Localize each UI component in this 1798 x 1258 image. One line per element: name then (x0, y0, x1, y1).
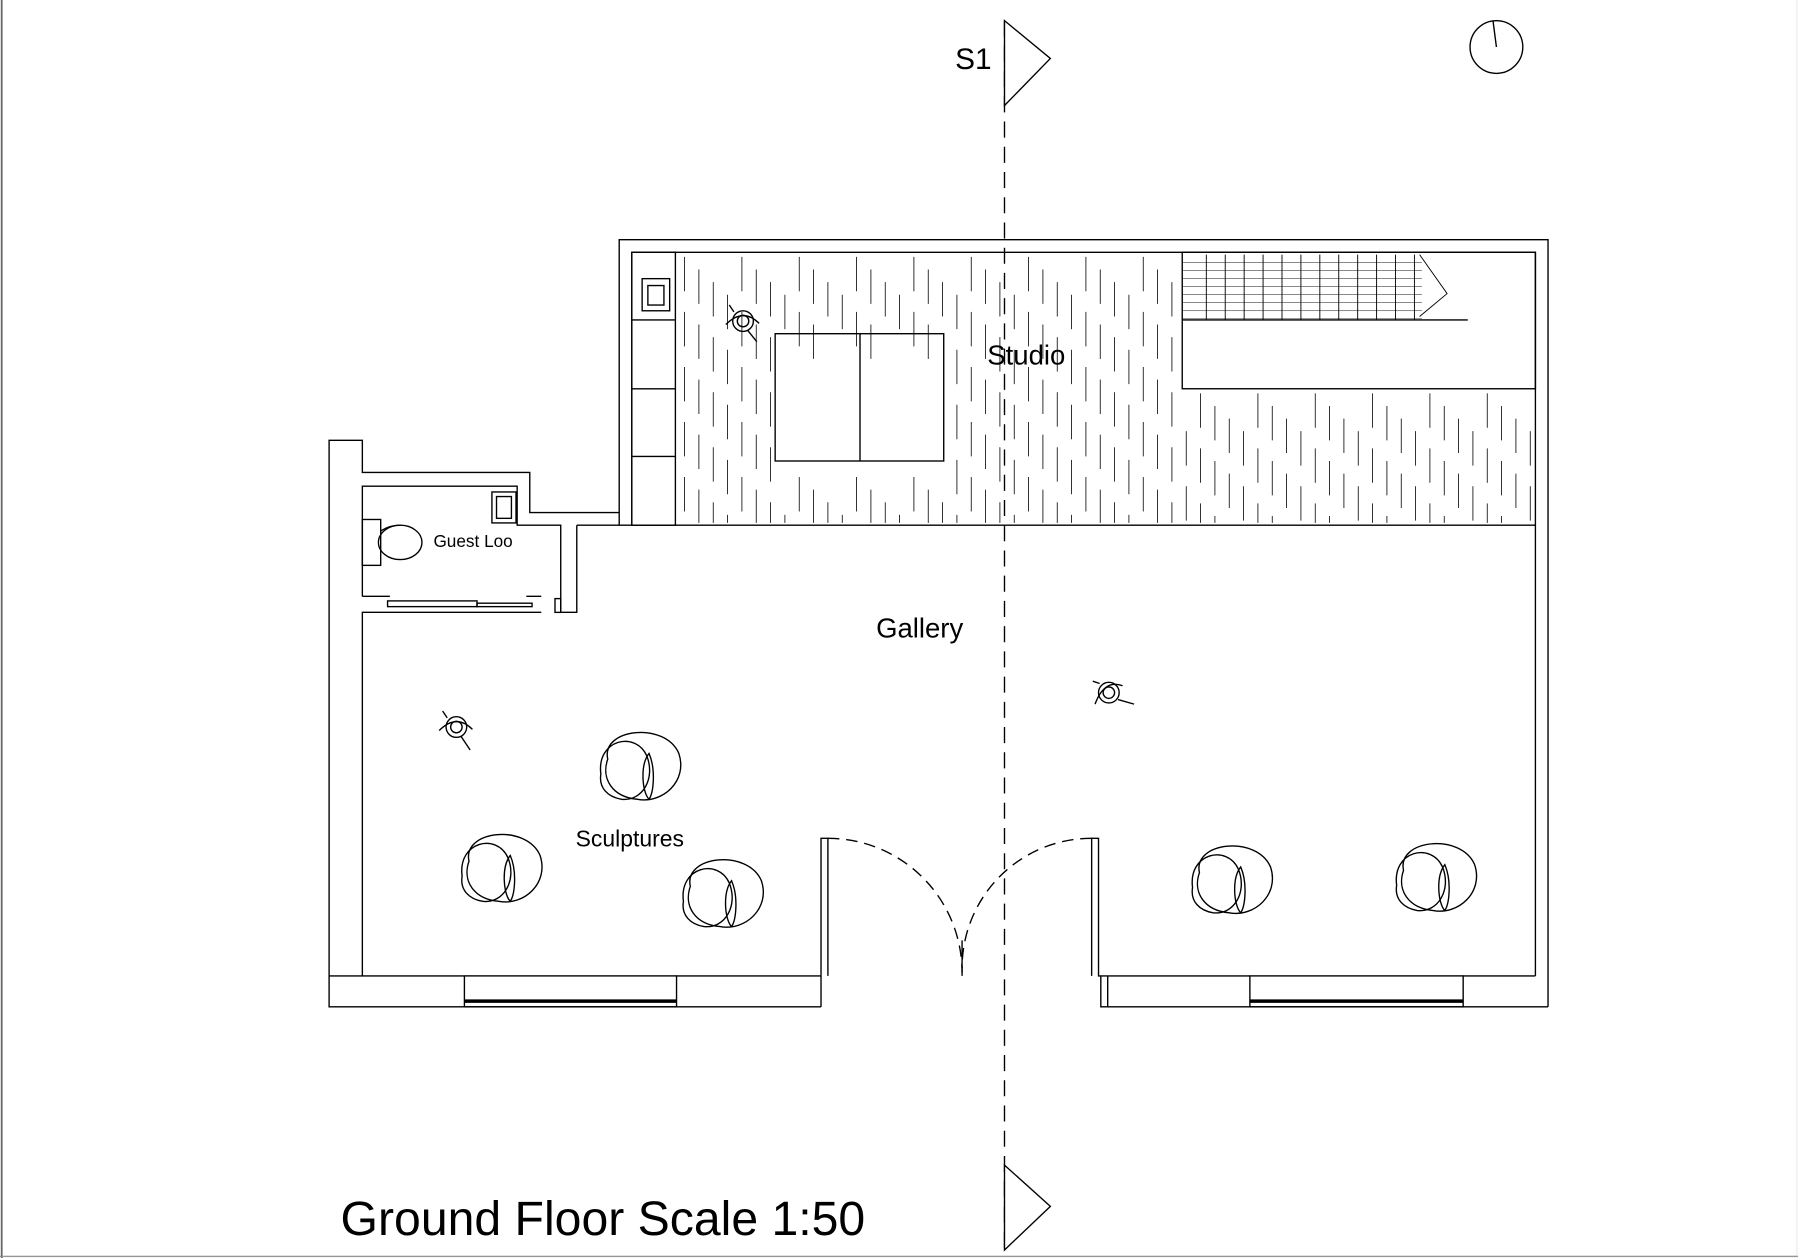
studio-worktable (774, 333, 945, 462)
room-label-studio: Studio (987, 340, 1065, 371)
section-marker-bottom-icon (1003, 1163, 1052, 1252)
studio-floor-hatch (684, 256, 1531, 523)
section-marker-top-icon (1003, 19, 1052, 108)
loo-basin-icon (491, 491, 517, 524)
toilet-icon (361, 518, 423, 567)
north-arrow-icon (1469, 19, 1524, 75)
person-icon (1092, 680, 1135, 705)
sculpture-icon (1191, 845, 1273, 915)
person-icon (725, 304, 760, 343)
studio-kitchenette (631, 251, 677, 526)
facade-left (329, 837, 829, 1008)
staircase (1181, 251, 1537, 390)
sculpture-icon (461, 833, 543, 903)
room-label-gallery: Gallery (876, 613, 963, 644)
section-label: S1 (955, 43, 991, 76)
drawing-title: Ground Floor Scale 1:50 (341, 1192, 866, 1246)
loo-sliding-door (386, 597, 562, 614)
section-line (1003, 19, 1052, 1253)
studio-sink-icon (641, 277, 671, 312)
person-icon (438, 710, 473, 751)
sculpture-icon (1395, 843, 1478, 912)
facade-right (1090, 837, 1549, 1008)
guest-loo-walls (328, 439, 822, 1008)
room-label-sculptures: Sculptures (576, 825, 684, 851)
entrance-double-door (827, 837, 1092, 976)
room-label-guest-loo: Guest Loo (433, 531, 512, 551)
sculpture-icon (682, 859, 764, 928)
sculpture-icon (599, 731, 682, 801)
